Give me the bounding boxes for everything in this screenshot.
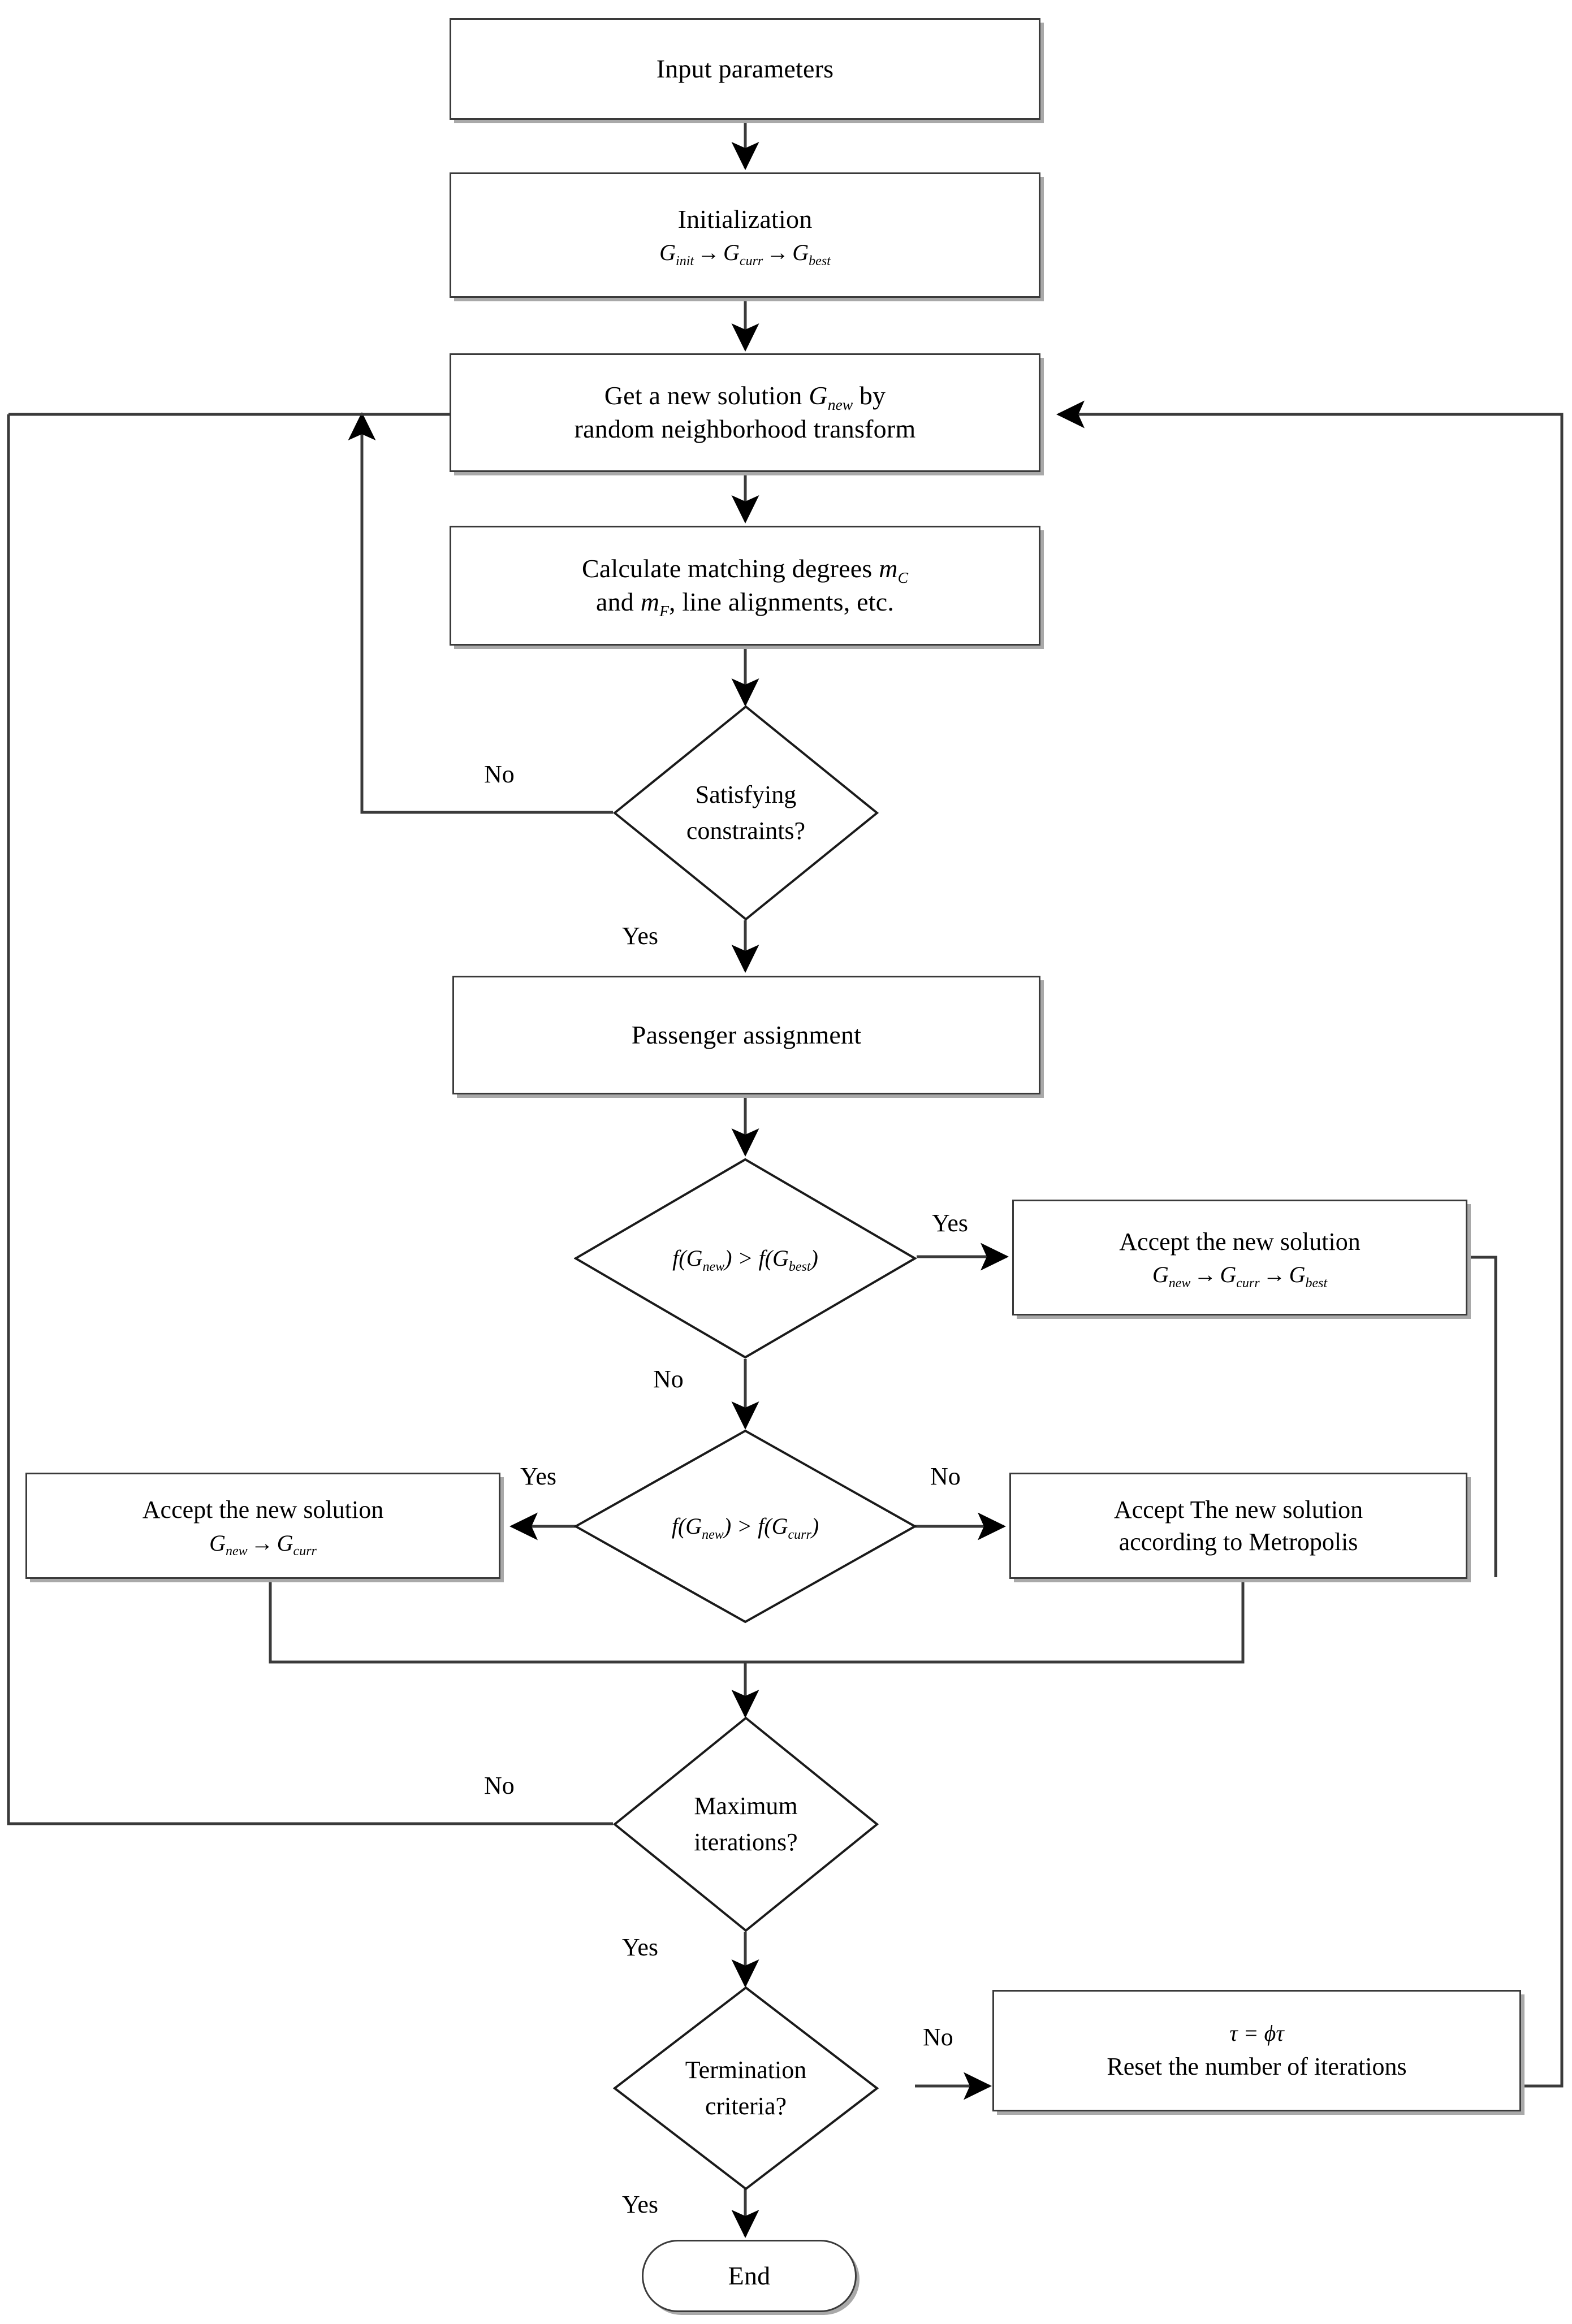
maximum-iterations-shape [613,1716,879,1932]
accept-curr-formula: Gnew→Gcurr [209,1530,317,1559]
node-reset-iterations[interactable]: τ = ϕτ Reset the number of iterations [992,1990,1521,2111]
get-new-solution-line2: random neighborhood transform [574,414,916,443]
calculate-matching-line1: Calculate matching degrees mC [581,554,909,587]
node-end[interactable]: End [642,2240,857,2312]
node-satisfying-constraints[interactable]: Satisfying constraints? [613,705,879,921]
end-label: End [728,2261,771,2290]
satisfying-constraints-text: Satisfying constraints? [686,781,806,845]
node-accept-best[interactable]: Accept the new solution Gnew→Gcurr→Gbest [1012,1200,1467,1315]
accept-metropolis-line2: according to Metropolis [1118,1528,1358,1556]
compare-best-shape [574,1158,917,1359]
label-termination-no: No [923,2023,953,2051]
compare-curr-shape [574,1429,917,1624]
label-maxiter-yes: Yes [622,1933,659,1961]
termination-criteria-shape [613,1986,879,2191]
label-termination-yes: Yes [622,2191,659,2218]
reset-iterations-formula: τ = ϕτ [1229,2020,1284,2046]
passenger-assignment-label: Passenger assignment [631,1020,862,1049]
calculate-matching-line2: and mF, line alignments, etc. [595,587,895,620]
accept-best-formula: Gnew→Gcurr→Gbest [1152,1262,1328,1291]
accept-best-line1: Accept the new solution [1119,1227,1361,1256]
compare-curr-text: f(Gnew) > f(Gcurr) [671,1513,819,1542]
node-maximum-iterations[interactable]: Maximum iterations? [613,1716,879,1932]
node-accept-curr[interactable]: Accept the new solution Gnew→Gcurr [25,1473,500,1579]
node-input-parameters[interactable]: Input parameters [450,18,1040,120]
node-accept-metropolis[interactable]: Accept The new solution according to Met… [1009,1473,1467,1579]
reset-iterations-label: Reset the number of iterations [1107,2052,1407,2080]
node-compare-best[interactable]: f(Gnew) > f(Gbest) [574,1158,917,1359]
label-compare-curr-no: No [930,1462,961,1490]
edge-acceptbest-right-rail [1469,1256,1497,1577]
label-constraints-no: No [484,760,515,788]
label-constraints-yes: Yes [622,922,659,950]
node-calculate-matching[interactable]: Calculate matching degrees mC and mF, li… [450,526,1040,646]
input-parameters-label: Input parameters [656,54,834,83]
initialization-title: Initialization [677,204,813,233]
node-initialization[interactable]: Initialization Ginit→Gcurr→Gbest [450,172,1040,298]
termination-criteria-text: Termination criteria? [685,2056,807,2120]
initialization-formula: Ginit→Gcurr→Gbest [659,240,831,269]
maximum-iterations-text: Maximum iterations? [694,1792,798,1856]
node-passenger-assignment[interactable]: Passenger assignment [452,976,1040,1094]
label-compare-best-yes: Yes [932,1209,969,1237]
node-compare-curr[interactable]: f(Gnew) > f(Gcurr) [574,1429,917,1624]
get-new-solution-line1: Get a new solution Gnew by [604,381,886,414]
compare-best-text: f(Gnew) > f(Gbest) [672,1245,818,1274]
satisfying-constraints-shape [613,705,879,921]
label-compare-best-no: No [653,1365,684,1393]
label-compare-curr-yes: Yes [520,1462,557,1490]
accept-curr-line1: Accept the new solution [142,1496,384,1524]
node-termination-criteria[interactable]: Termination criteria? [613,1986,879,2191]
node-get-new-solution[interactable]: Get a new solution Gnew by random neighb… [450,353,1040,472]
accept-metropolis-line1: Accept The new solution [1113,1495,1363,1524]
label-maxiter-no: No [484,1772,515,1799]
